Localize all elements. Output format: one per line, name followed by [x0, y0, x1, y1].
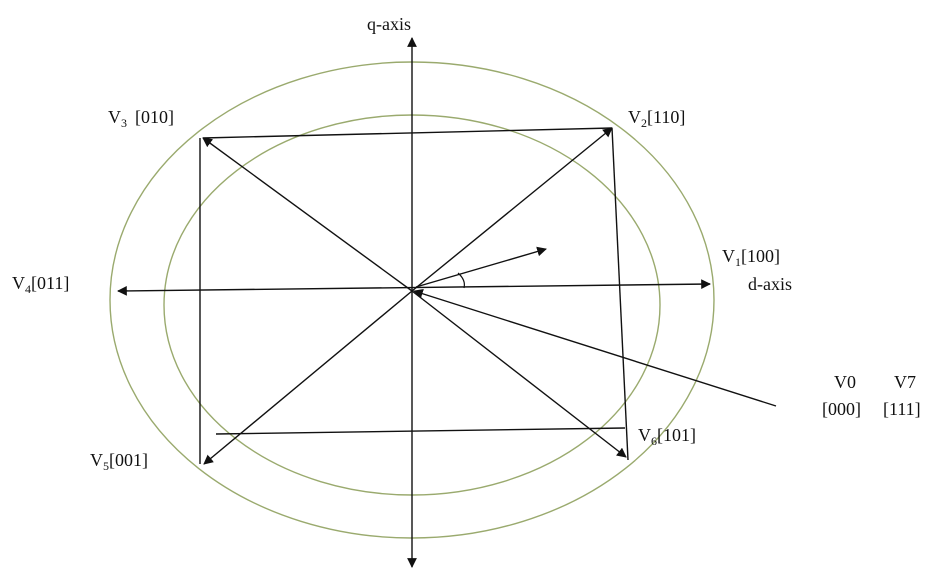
right-edge [611, 127, 629, 461]
vector-v2-arrow [411, 127, 613, 292]
vector-v4-label: V4[011] [12, 273, 69, 296]
bottom-edge [215, 427, 626, 435]
zero-vector-v7-code: [111] [883, 399, 921, 419]
zero-vector-v7-label: V7 [894, 372, 916, 392]
vector-v6-arrow [411, 290, 627, 458]
reference-vector-arrow [415, 246, 547, 288]
vector-v3-arrow [202, 137, 413, 292]
top-edge [202, 127, 613, 139]
vector-v2-label: V2[110] [628, 107, 685, 130]
zero-vector-v0-code: [000] [822, 399, 861, 419]
vector-v1-label: V1[100] [722, 246, 780, 269]
zero-vector-v0-label: V0 [834, 372, 856, 392]
zero-vector-pointer [413, 289, 777, 407]
angle-arc [457, 272, 465, 289]
d-axis-label: d-axis [748, 274, 792, 294]
vector-v6-label: V6[101] [638, 425, 696, 448]
vector-v5-arrow [203, 290, 413, 465]
vector-v5-label: V5[001] [90, 450, 148, 473]
vector-v3-label: V3[010] [108, 107, 174, 130]
q-axis-label: q-axis [367, 14, 411, 34]
d-axis-line [117, 279, 711, 296]
